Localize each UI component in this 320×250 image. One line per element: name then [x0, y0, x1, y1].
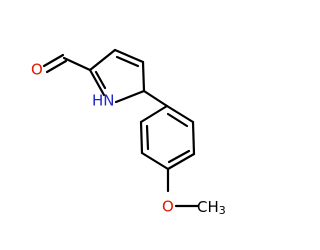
bond-phenyl-4-5: [166, 152, 196, 171]
bond-aldehyde-c-to-ring: [62, 56, 92, 72]
atom-label-methyl: CH3: [197, 198, 226, 218]
atom-label-methyl-subscript: 3: [219, 204, 226, 217]
bond-pyrrole-c2-c5-inner: [94, 70, 107, 90]
bond-phenyl-6-1-inner: [166, 112, 189, 128]
bond-phenyl-3-4: [140, 151, 170, 171]
bond-pyrrole-c5-n: [114, 89, 146, 104]
bond-phenyl-5-6: [191, 120, 196, 156]
bond-pyrrole-to-phenyl: [142, 89, 169, 108]
bond-phenyl-4-5-inner: [167, 149, 191, 164]
atom-label-pyrrole-nh: HN: [92, 92, 115, 110]
structure-canvas: O HN O CH3: [31, 48, 226, 218]
bond-pyrrole-c3-c4-inner: [115, 55, 140, 68]
chemical-structure-diagram: O HN O CH3: [31, 48, 226, 218]
bond-aldehyde-co-double-a: [42, 53, 65, 68]
bond-pyrrole-c4-c5: [141, 60, 146, 93]
bond-phenyl-1-2: [139, 104, 169, 124]
atom-label-ether-oxygen: O: [162, 198, 174, 216]
atom-label-aldehyde-oxygen: O: [31, 61, 43, 79]
atom-label-methyl-main: CH: [197, 198, 219, 216]
bond-phenyl-2-3-inner: [145, 124, 150, 151]
bond-phenyl-6-1: [165, 104, 195, 124]
bond-pyrrole-c2-c3: [88, 48, 117, 72]
bond-pyrrole-c3-c4: [113, 48, 145, 64]
bond-phenyl-2-3: [139, 120, 144, 155]
bond-pyrrole-n-c2: [88, 68, 106, 97]
bond-aldehyde-co-double-b: [45, 59, 68, 74]
